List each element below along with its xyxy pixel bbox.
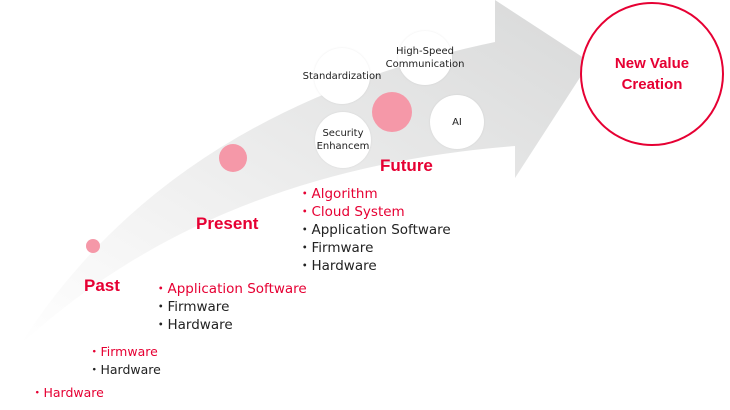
origin-list: ・Hardware: [31, 384, 104, 402]
bubble-ai: AI: [430, 95, 484, 149]
future-marker-dot: [372, 92, 412, 132]
past-label: Past: [84, 276, 120, 295]
past-list: ・Firmware ・Hardware: [88, 343, 161, 379]
present-list: ・Application Software ・Firmware ・Hardwar…: [154, 280, 307, 334]
list-item: ・Cloud System: [298, 204, 405, 220]
list-item: ・Hardware: [31, 385, 104, 400]
list-item: ・Application Software: [298, 222, 451, 238]
past-marker-dot: [86, 239, 100, 253]
present-marker-dot: [219, 144, 247, 172]
list-item: ・Hardware: [298, 258, 377, 274]
bubble-label: AI: [452, 116, 462, 128]
present-label: Present: [196, 214, 259, 233]
list-item: ・Hardware: [88, 362, 161, 377]
list-item: ・Firmware: [154, 299, 230, 315]
future-list: ・Algorithm ・Cloud System ・Application So…: [298, 185, 451, 275]
bubble-standardization: Standardization: [303, 48, 381, 104]
future-label: Future: [380, 156, 433, 175]
bubble-label: Standardization: [302, 70, 382, 82]
list-item: ・Application Software: [154, 281, 307, 297]
list-item: ・Firmware: [298, 240, 374, 256]
list-item: ・Algorithm: [298, 186, 378, 202]
list-item: ・Firmware: [88, 344, 158, 359]
list-item: ・Hardware: [154, 317, 233, 333]
